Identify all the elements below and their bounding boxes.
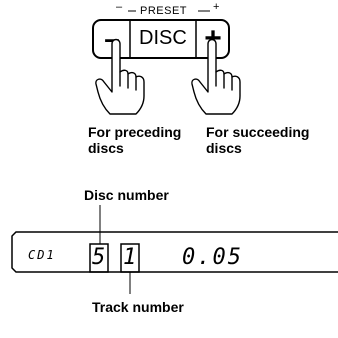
- track-number-digit: 1: [123, 245, 137, 270]
- minus-symbol: –: [116, 1, 123, 13]
- track-number-callout: Track number: [92, 299, 184, 315]
- succeeding-caption: For succeeding discs: [206, 124, 310, 156]
- preset-label: PRESET: [140, 5, 188, 17]
- disc-number-digit: 5: [92, 245, 106, 270]
- preceding-caption: For preceding discs: [88, 124, 182, 156]
- playing-time-text: 0.05: [182, 245, 243, 270]
- display-mode-text: CD1: [28, 248, 56, 262]
- disc-number-callout: Disc number: [84, 187, 169, 203]
- plus-symbol: +: [213, 1, 220, 13]
- disc-button-label: DISC: [139, 27, 187, 49]
